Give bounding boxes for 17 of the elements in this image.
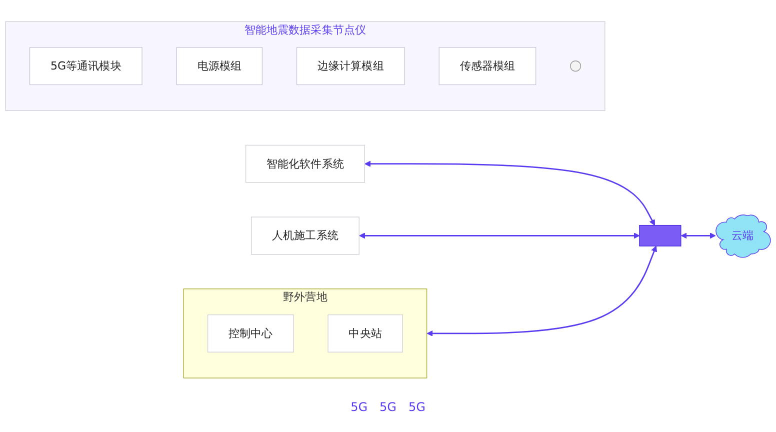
node-box: 人机施工系统 — [251, 216, 360, 255]
arrow — [680, 232, 716, 239]
node-circle — [570, 60, 582, 72]
label-text: 5G — [408, 400, 426, 414]
node-box: 电源模组 — [176, 47, 263, 86]
arrow — [426, 246, 657, 337]
label-text: 5G — [380, 400, 396, 414]
arrow — [359, 232, 640, 239]
node-box: 边缘计算模组 — [296, 47, 405, 86]
node-box — [639, 225, 682, 247]
node-box: 传感器模组 — [438, 47, 536, 86]
node-box: 智能化软件系统 — [245, 145, 365, 184]
node-box: 5G等通讯模块 — [29, 47, 142, 86]
node-box: 控制中心 — [207, 314, 294, 353]
node-box: 中央站 — [328, 314, 403, 353]
label-text: 5G — [350, 400, 368, 414]
arrow — [364, 161, 655, 226]
